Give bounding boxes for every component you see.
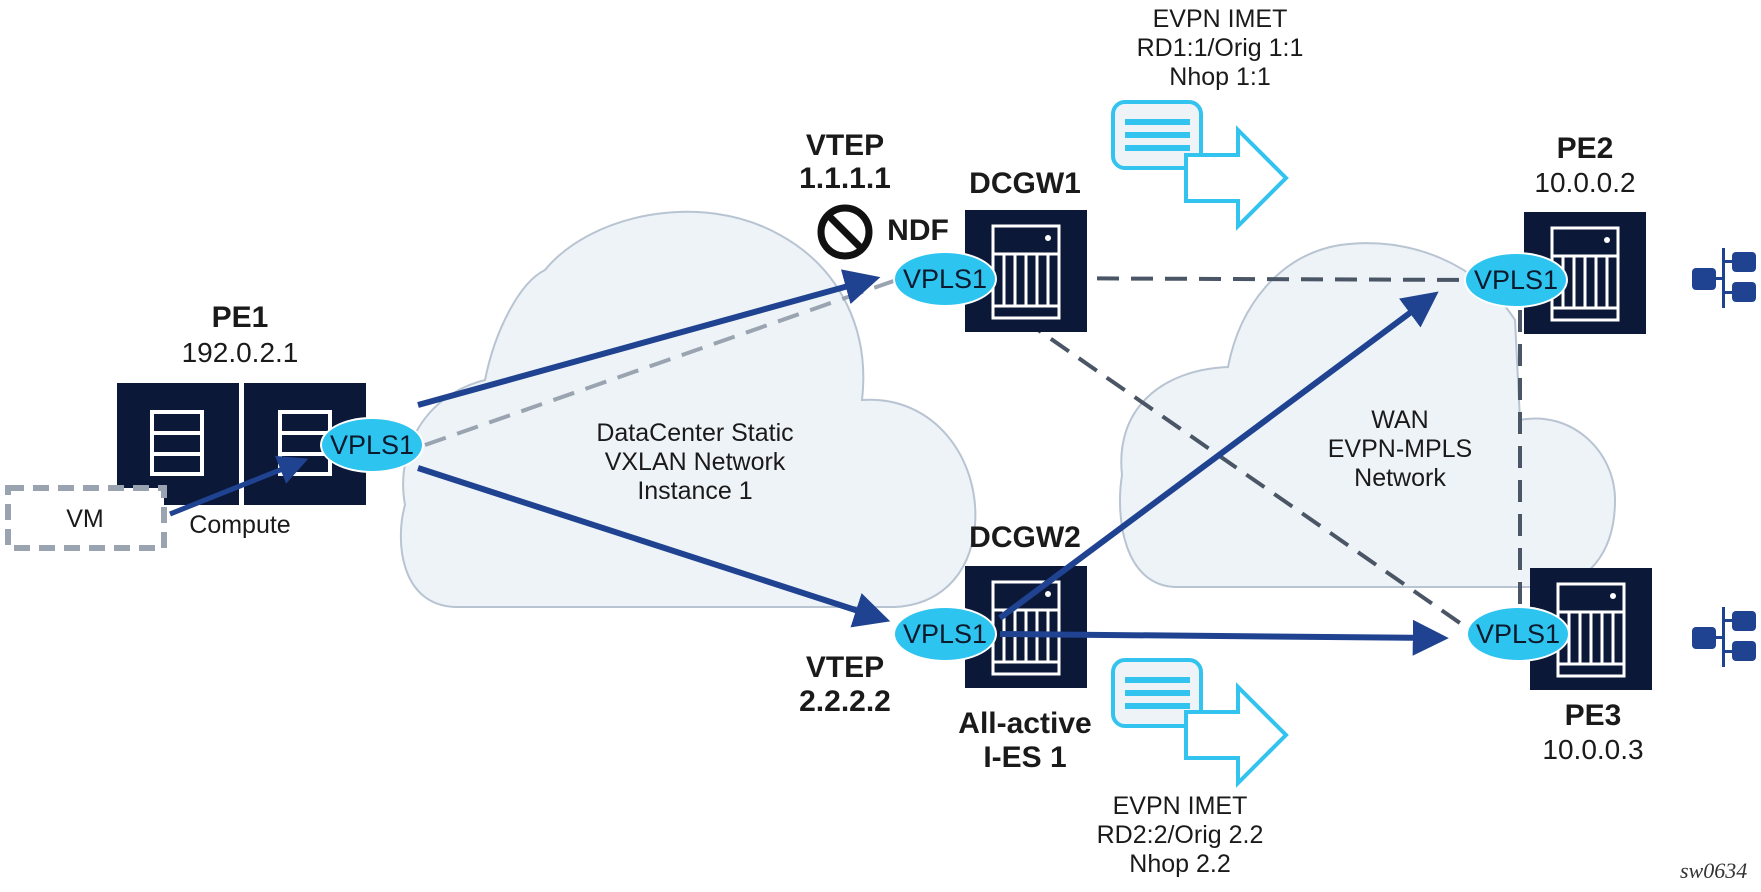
pe1-name: PE1 [211, 301, 269, 334]
imet-message-icon-2 [1111, 658, 1289, 788]
wan-cloud-line3: Network [1354, 464, 1446, 492]
link-dcgw2-pe3-arrow [999, 619, 1449, 656]
pe2-vpls-badge[interactable]: VPLS1 [1466, 254, 1566, 306]
datacenter-cloud [399, 210, 977, 608]
imet1-line1: EVPN IMET [1152, 5, 1288, 33]
imet2-line1: EVPN IMET [1112, 792, 1248, 820]
dcgw1-vpls-badge[interactable]: VPLS1 [895, 253, 995, 305]
link-dcgw2-pe2-arrow [998, 291, 1439, 621]
pe3-ip: 10.0.0.3 [1542, 734, 1644, 765]
dcgw2-vtep-title: VTEP [805, 651, 885, 684]
link-pe1-dcgw1-dashed [424, 268, 926, 447]
link-vm-pe1-arrow [169, 455, 309, 517]
pe2-ip: 10.0.0.2 [1534, 167, 1636, 198]
pe2-name: PE2 [1556, 132, 1614, 165]
imet-message-icon-1 [1111, 100, 1289, 231]
dcgw2-name: DCGW2 [969, 521, 1081, 554]
pe1-ip: 192.0.2.1 [181, 337, 299, 368]
imet2-line2: RD2:2/Orig 2.2 [1096, 821, 1264, 849]
pe3-vpls-badge[interactable]: VPLS1 [1468, 608, 1568, 660]
dcgw2-device[interactable] [965, 566, 1087, 688]
link-dcgw1-pe3-dashed [993, 298, 1472, 632]
network-endpoint-icon-pe3 [1692, 607, 1756, 667]
dcgw2-vpls-badge[interactable]: VPLS1 [895, 608, 995, 660]
imet2-line3: Nhop 2.2 [1129, 850, 1231, 878]
wan-cloud-line2: EVPN-MPLS [1327, 435, 1473, 463]
datacenter-cloud-line3: Instance 1 [637, 477, 753, 505]
dcgw1-vtep-title: VTEP [805, 129, 885, 162]
pe3-name: PE3 [1564, 699, 1622, 732]
dcgw2-vtep-ip: 2.2.2.2 [799, 685, 891, 718]
dcgw1-name: DCGW1 [969, 167, 1081, 200]
dcgw2-es-id: I-ES 1 [983, 741, 1067, 774]
ndf-prohibited-icon [817, 204, 873, 260]
link-pe1-dcgw1-arrow [417, 269, 881, 408]
vm-label: VM [66, 505, 104, 533]
wan-cloud [1119, 242, 1617, 588]
network-endpoint-icon-pe2 [1692, 248, 1756, 308]
wan-cloud-line1: WAN [1371, 406, 1429, 434]
dcgw2-es-mode: All-active [958, 707, 1092, 740]
figure-id: sw0634 [1680, 858, 1748, 883]
dcgw1-vtep-ip: 1.1.1.1 [799, 162, 891, 195]
imet1-line2: RD1:1/Orig 1:1 [1136, 34, 1304, 62]
dcgw1-ndf-status: NDF [887, 214, 949, 247]
compute-label: Compute [189, 511, 291, 539]
datacenter-cloud-line2: VXLAN Network [604, 448, 786, 476]
vm-box[interactable] [5, 485, 167, 551]
datacenter-cloud-line1: DataCenter Static [596, 419, 794, 447]
pe1-vpls-badge[interactable]: VPLS1 [322, 419, 422, 471]
imet1-line3: Nhop 1:1 [1169, 63, 1271, 91]
link-pe1-dcgw2-arrow [417, 465, 891, 628]
